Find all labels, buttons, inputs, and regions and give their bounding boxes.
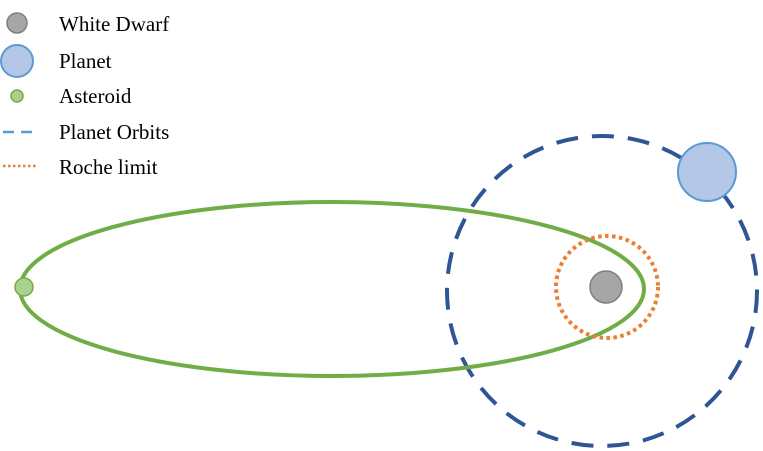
legend-label-planet-orbits: Planet Orbits (59, 120, 169, 144)
roche-limit-circle (554, 234, 660, 340)
asteroid (14, 277, 34, 297)
legend-item-planet: Planet (0, 44, 112, 78)
asteroid-orbit (18, 200, 646, 378)
legend-item-roche-limit: Roche limit (3, 155, 158, 179)
white-dwarf (589, 270, 623, 304)
legend-item-planet-orbits: Planet Orbits (3, 120, 169, 144)
legend: White Dwarf Planet Asteroid Planet Orbit… (0, 12, 169, 179)
white-dwarf-swatch-icon (6, 12, 28, 34)
legend-label-white-dwarf: White Dwarf (59, 12, 169, 36)
legend-item-white-dwarf: White Dwarf (6, 12, 169, 36)
legend-label-asteroid: Asteroid (59, 84, 132, 108)
legend-label-roche-limit: Roche limit (59, 155, 158, 179)
legend-label-planet: Planet (59, 49, 112, 73)
legend-item-asteroid: Asteroid (10, 84, 132, 108)
planet (677, 142, 737, 202)
asteroid-swatch-icon (10, 89, 24, 103)
planet-swatch-icon (0, 44, 34, 78)
planet-orbit (445, 134, 759, 448)
